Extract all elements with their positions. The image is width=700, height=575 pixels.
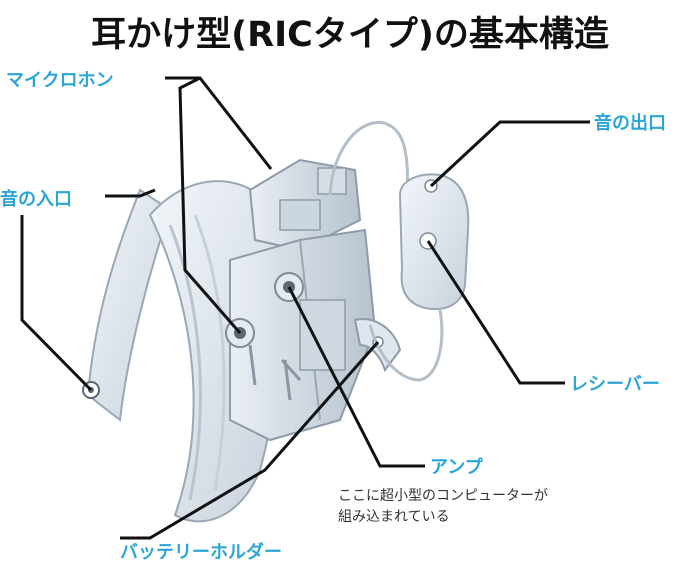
sound-outlet-leader-line [429,120,590,188]
label-sound-outlet: 音の出口 [594,113,666,134]
sound-inlet-leader-line [105,188,156,198]
receiver-leader-line [426,240,565,385]
battery-holder-leader-line [120,341,380,540]
label-battery-holder: バッテリーホルダー [120,542,282,563]
left-cover-shape [86,188,172,422]
amplifier-leader-line [287,286,425,468]
amplifier-note-line2: 組み込まれている [338,509,450,525]
label-microphone: マイクロホン [6,70,114,91]
page-title: 耳かけ型(RICタイプ)の基本構造 [91,15,609,55]
microphone-leader-line-2 [178,76,242,334]
label-receiver: レシーバー [570,374,660,395]
sound-inlet-leader-line-2 [20,215,93,392]
label-sound-inlet: 音の入口 [0,189,72,210]
label-amplifier: アンプ [430,457,483,478]
amplifier-note-line1: ここに超小型のコンピューターが [338,488,548,504]
